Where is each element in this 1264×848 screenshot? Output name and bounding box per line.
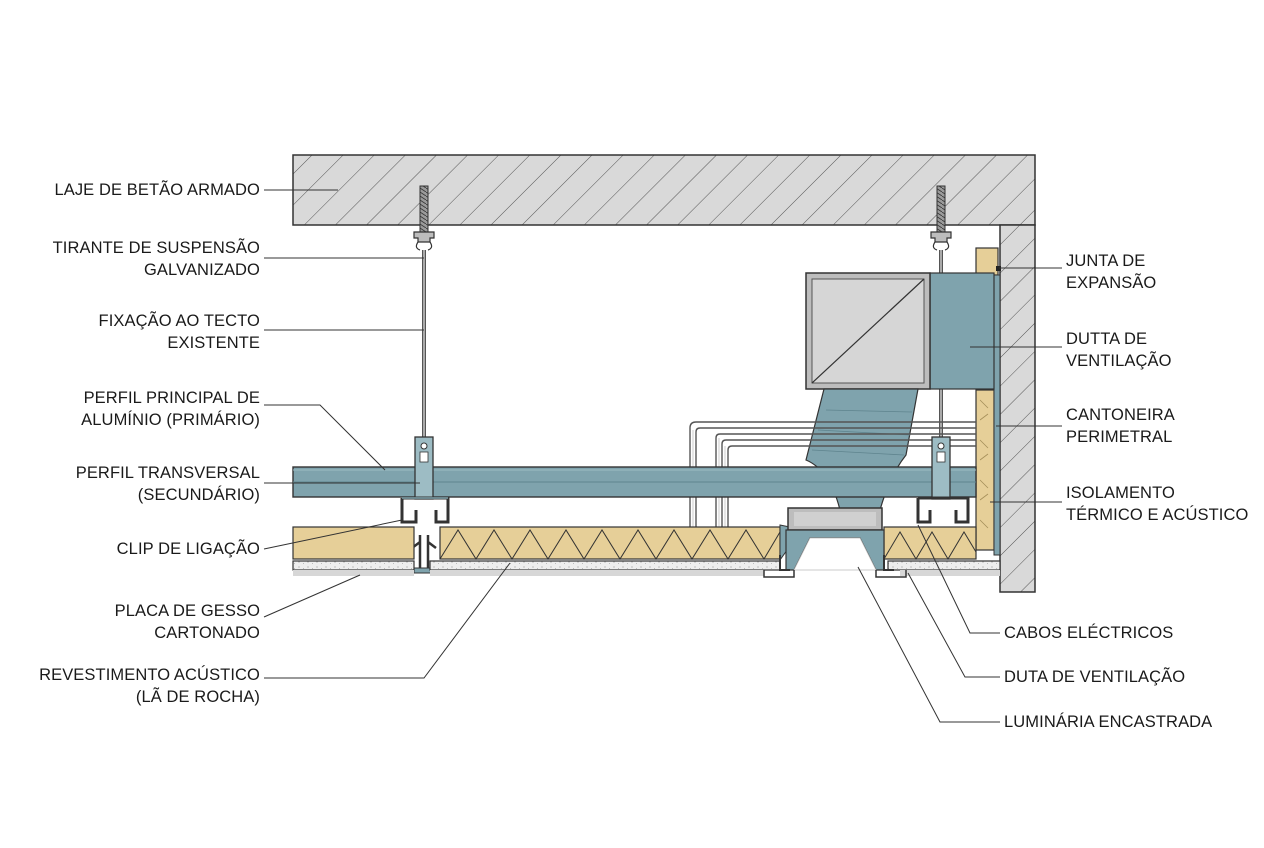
rock-wool-left bbox=[292, 526, 415, 560]
clip-right bbox=[916, 496, 970, 524]
anchor-right bbox=[936, 185, 946, 233]
gypsum-board-main bbox=[429, 560, 781, 571]
label-isolamento: ISOLAMENTO TÉRMICO E ACÚSTICO bbox=[1066, 484, 1249, 524]
label-fixacao: FIXAÇÃO AO TECTO EXISTENTE bbox=[98, 312, 260, 352]
rock-wool-zigzag bbox=[439, 529, 781, 560]
label-cantoneira: CANTONEIRA PERIMETRAL bbox=[1066, 406, 1175, 446]
perimeter-angle bbox=[993, 274, 1001, 556]
label-placa: PLACA DE GESSO CARTONADO bbox=[114, 602, 260, 642]
label-dutta: DUTTA DE VENTILAÇÃO bbox=[1066, 330, 1172, 370]
side-wall bbox=[999, 224, 1036, 593]
label-clip: CLIP DE LIGAÇÃO bbox=[116, 540, 260, 558]
hanger-top-left bbox=[413, 231, 435, 251]
ventilation-duct-body bbox=[929, 272, 995, 390]
anchor-left bbox=[419, 185, 429, 233]
hanger-bracket-left bbox=[414, 436, 434, 500]
concrete-slab bbox=[292, 154, 1036, 226]
gypsum-board-left bbox=[292, 560, 415, 571]
label-luminaria: LUMINÁRIA ENCASTRADA bbox=[1004, 713, 1213, 731]
label-cabos: CABOS ELÉCTRICOS bbox=[1004, 624, 1174, 642]
clip-connector bbox=[411, 535, 437, 568]
gypsum-board-right bbox=[887, 560, 1001, 571]
clip-left bbox=[400, 496, 450, 524]
hanger-top-right bbox=[930, 231, 952, 251]
leader-lines bbox=[263, 189, 1062, 723]
label-laje: LAJE DE BETÃO ARMADO bbox=[54, 181, 260, 199]
label-perfil-principal: PERFIL PRINCIPAL DE ALUMÍNIO (PRIMÁRIO) bbox=[81, 389, 260, 429]
rock-wool-right bbox=[883, 526, 977, 560]
perimeter-insulation bbox=[975, 389, 995, 551]
label-perfil-transversal: PERFIL TRANSVERSAL (SECUNDÁRIO) bbox=[75, 464, 260, 504]
label-junta: JUNTA DE EXPANSÃO bbox=[1066, 252, 1157, 292]
label-duta: DUTA DE VENTILAÇÃO bbox=[1004, 668, 1186, 686]
label-revestimento: REVESTIMENTO ACÚSTICO (LÃ DE ROCHA) bbox=[39, 666, 260, 706]
expansion-joint-strip bbox=[975, 247, 999, 276]
label-tirante: TIRANTE DE SUSPENSÃO GALVANIZADO bbox=[52, 239, 260, 279]
hanger-bracket-right bbox=[931, 436, 951, 500]
electrical-cables bbox=[689, 421, 976, 528]
